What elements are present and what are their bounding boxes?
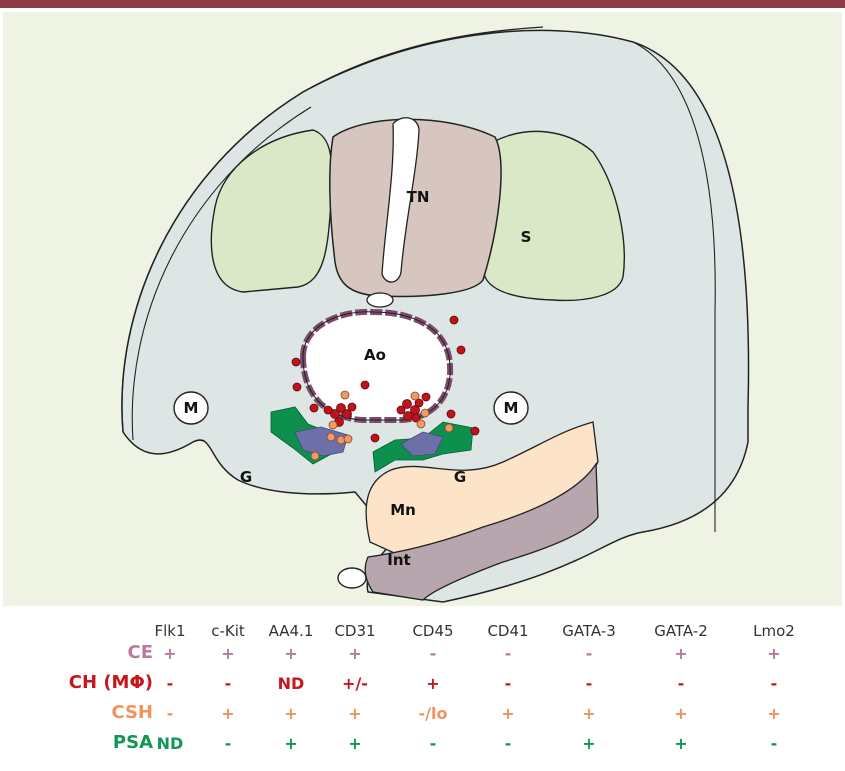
row-label: CSH [111, 702, 153, 723]
umbilical-vessel [338, 568, 366, 588]
column-header: CD31 [334, 622, 375, 640]
label-G-right: G [454, 468, 466, 486]
column-header: Flk1 [154, 622, 185, 640]
label-G-left: G [240, 468, 252, 486]
expression-cell: - [430, 644, 437, 663]
column-header: Lmo2 [753, 622, 795, 640]
aorta-wall [303, 312, 450, 420]
expression-cell: + [348, 734, 361, 753]
expression-cell: - [430, 734, 437, 753]
expression-cell: - [167, 704, 174, 723]
marker-expression-table: Flk1 c-Kit AA4.1 CD31 CD45 CD41 GATA-3 GATA-2 Lm… [0, 618, 845, 768]
expression-cell: - [505, 734, 512, 753]
expression-cell: - [771, 674, 778, 693]
column-header: GATA-3 [562, 622, 616, 640]
label-TN: TN [407, 188, 430, 206]
label-M-right: M [504, 399, 519, 417]
expression-cell: - [505, 674, 512, 693]
column-header: c-Kit [211, 622, 245, 640]
expression-cell: + [221, 704, 234, 723]
expression-cell: ND [157, 734, 184, 753]
expression-cell: + [674, 704, 687, 723]
expression-cell: + [163, 644, 176, 663]
expression-cell: + [767, 644, 780, 663]
label-S: S [521, 228, 532, 246]
expression-cell: + [284, 644, 297, 663]
column-header: CD41 [487, 622, 528, 640]
expression-cell: - [225, 674, 232, 693]
embryo-section-svg: TN S Ao M M G G Mn Int [3, 12, 842, 606]
expression-cell: + [674, 734, 687, 753]
expression-cell: - [225, 734, 232, 753]
expression-cell: - [167, 674, 174, 693]
expression-cell: + [221, 644, 234, 663]
expression-cell: - [678, 674, 685, 693]
expression-cell: - [771, 734, 778, 753]
row-label: CE [127, 642, 153, 663]
expression-cell: ND [278, 674, 305, 693]
embryo-section-diagram: TN S Ao M M G G Mn Int [3, 12, 842, 606]
label-Mn: Mn [390, 501, 416, 519]
expression-cell: -/lo [419, 704, 448, 723]
column-header: AA4.1 [269, 622, 314, 640]
expression-cell: + [501, 704, 514, 723]
label-Ao: Ao [364, 346, 386, 364]
row-label: PSA [113, 732, 153, 753]
expression-cell: + [348, 704, 361, 723]
top-accent-bar [0, 0, 845, 8]
expression-cell: - [586, 674, 593, 693]
expression-cell: - [505, 644, 512, 663]
expression-cell: + [426, 674, 439, 693]
expression-cell: + [582, 734, 595, 753]
column-header: GATA-2 [654, 622, 708, 640]
expression-cell: +/- [342, 674, 368, 693]
column-header: CD45 [412, 622, 453, 640]
expression-cell: + [767, 704, 780, 723]
notochord [367, 293, 393, 307]
expression-cell: + [348, 644, 361, 663]
row-label: CH (MΦ) [69, 672, 153, 693]
expression-cell: + [582, 704, 595, 723]
expression-cell: + [284, 704, 297, 723]
expression-cell: - [586, 644, 593, 663]
expression-cell: + [674, 644, 687, 663]
label-Int: Int [387, 551, 410, 569]
expression-cell: + [284, 734, 297, 753]
label-M-left: M [184, 399, 199, 417]
